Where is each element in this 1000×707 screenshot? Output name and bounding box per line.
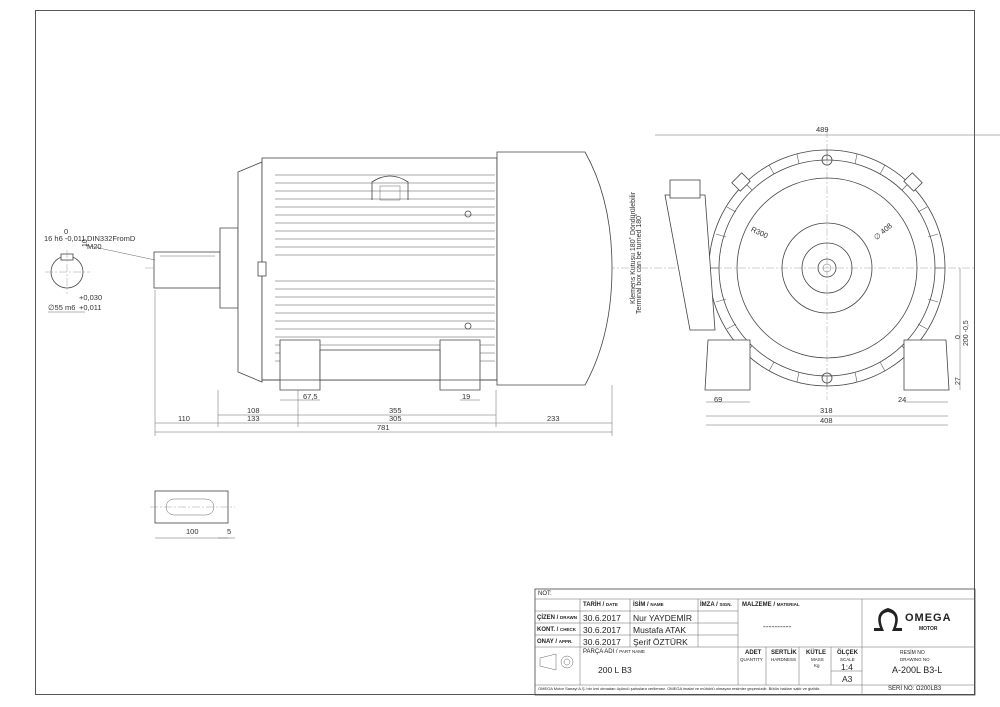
dim-133: 133: [247, 414, 260, 423]
check-label: KONT. / CHECK: [537, 627, 577, 633]
logo-sub: MOTOR: [919, 626, 938, 632]
shaft-end: [817, 258, 837, 278]
key-offset: 5: [227, 527, 231, 536]
dim-front-width: 489: [816, 125, 829, 134]
shaft-tol-lower: +0,011: [79, 303, 102, 312]
front-view: 489 R300 ∅ 408 69 318 408 24 27 0 200 -0…: [629, 125, 1000, 426]
dim-318: 318: [820, 406, 833, 415]
dim-radius: R300: [749, 225, 769, 241]
shaft-section: 0 16 h6 -0,011 DIN332FromD M20 10 +0,030…: [44, 227, 156, 313]
terminal-note-tr: Klemens Kutusu 180˚ Döndürülebilir: [629, 191, 637, 304]
key-height: 10: [82, 239, 89, 247]
shaft-tol-upper: +0,030: [79, 293, 102, 302]
scale-label: ÖLÇEK: [837, 650, 858, 656]
part-name: 200 L B3: [598, 665, 632, 675]
mass-label: KÜTLE: [806, 650, 826, 656]
material-value: ----------: [763, 621, 792, 631]
dim-69: 69: [714, 395, 722, 404]
hdr-name: İSİM / NAME: [633, 602, 664, 608]
drawing-frame: [35, 10, 975, 695]
omega-logo-mark: [874, 608, 902, 631]
shaft: [153, 251, 221, 289]
check-name: Mustafa ATAK: [633, 625, 687, 635]
side-view: [145, 151, 640, 391]
hardness-label-en: HARDNESS: [771, 657, 797, 662]
dim-408: 408: [820, 416, 833, 425]
mass-unit: Kg: [814, 663, 820, 668]
key-width: 16 h6 -0,011: [44, 234, 86, 243]
dim-110: 110: [178, 414, 190, 423]
approve-name: Şerif ÖZTÜRK: [633, 637, 688, 647]
title-block: NOT: TARİH / DATE İSİM / NAME İMZA / SIG…: [535, 589, 975, 695]
drawing-no-label-en: DRAWING NO: [900, 657, 930, 662]
dim-foot-pad: 67,5: [303, 392, 318, 401]
key-detail: 100 5: [150, 490, 235, 539]
dim-shaft-height: 200 -0,5: [963, 320, 970, 346]
hardness-label: SERTLİK: [771, 650, 797, 656]
dim-233: 233: [547, 414, 560, 423]
dim-781: 781: [377, 423, 390, 432]
serial-number: SERİ NO: Ω200LB3: [888, 686, 942, 692]
terminal-note-en: Terminal box can be turned 180˚: [635, 214, 643, 314]
title-block-grid: [534, 588, 976, 696]
dim-pcd: ∅ 408: [872, 221, 894, 241]
logo-word: OMEGA: [905, 612, 952, 624]
scale-value: 1:4: [841, 662, 853, 672]
hdr-sign: İMZA / SIGN.: [700, 602, 732, 608]
fan-cover: [496, 151, 613, 386]
drawn-date: 30.6.2017: [583, 613, 621, 623]
part-name-label: PARÇA ADI / PART NAME: [583, 649, 646, 655]
terminal-box: [664, 194, 716, 331]
sheet-size: A3: [842, 674, 853, 684]
mass-label-en: MASS: [811, 657, 824, 662]
qty-label-en: QUANTITY: [740, 657, 763, 662]
dim-27: 27: [955, 377, 962, 385]
drawing-number: A-200L B3-L: [892, 665, 943, 675]
note-label: NOT:: [538, 591, 552, 597]
thread-label: DIN332FromD: [87, 234, 136, 243]
scale-label-en: SCALE: [840, 657, 855, 662]
approve-date: 30.6.2017: [583, 637, 621, 647]
drawn-label: ÇİZEN / DRAWN: [537, 615, 578, 621]
end-shield: [219, 227, 239, 309]
side-view-dimensions: 110 108 133 355 305 233 781 67,5 19: [154, 290, 613, 436]
thread-size: M20: [87, 242, 102, 251]
dim-305: 305: [389, 414, 402, 423]
approve-label: ONAY / APPR.: [537, 639, 573, 645]
qty-label: ADET: [745, 650, 762, 656]
key-length: 100: [186, 527, 199, 536]
dim-355: 355: [389, 406, 402, 415]
dim-108: 108: [247, 406, 260, 415]
lifting-eye: [371, 175, 409, 200]
key-top: 0: [64, 227, 68, 236]
shaft-dia: ∅55 m6: [48, 303, 75, 312]
hdr-material: MALZEME / MATERIAL: [742, 602, 800, 608]
dim-foot-pad-right: 19: [462, 392, 470, 401]
drawing-no-label: RESİM NO: [900, 650, 925, 656]
drawn-name: Nur YAYDEMİR: [633, 613, 693, 623]
copyright-note: OMEGA Motor Sanayi A.Ş.'nin izni olmadan…: [538, 686, 821, 691]
check-date: 30.6.2017: [583, 625, 621, 635]
dim-24: 24: [898, 395, 906, 404]
hdr-date: TARİH / DATE: [583, 602, 618, 608]
dim-shaft-height-top: 0: [955, 335, 962, 339]
